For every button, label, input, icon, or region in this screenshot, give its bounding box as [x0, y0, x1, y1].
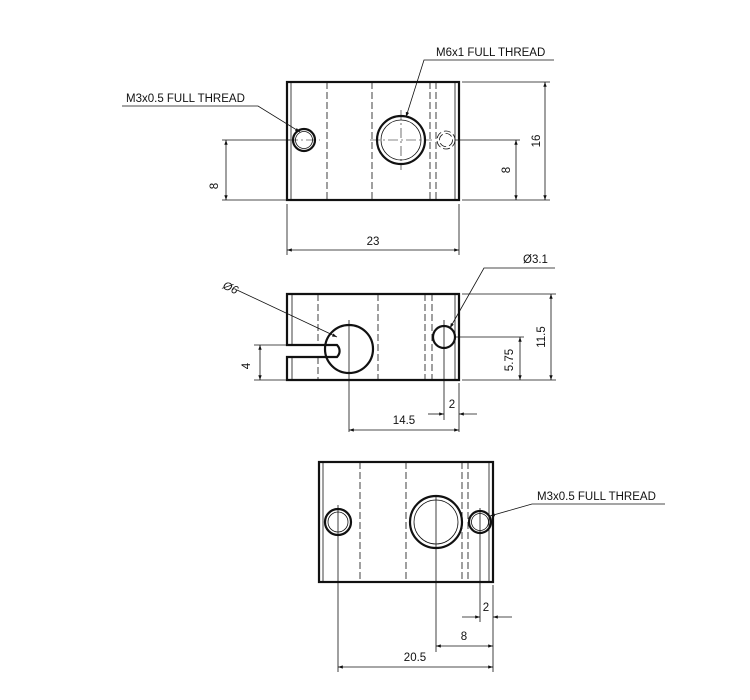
bottom-view: M3x0.5 FULL THREAD 2 8 20.5 [317, 460, 665, 672]
dim-mid-145: 14.5 [393, 415, 415, 427]
top-view-outline [285, 80, 461, 202]
dim-bot-8: 8 [461, 631, 467, 643]
label-dia-6: Ø6 [220, 279, 240, 297]
dim-top-left-8: 8 [209, 183, 221, 189]
dim-bot-2: 2 [483, 602, 489, 614]
top-view: 23 16 8 8 M3x0.5 FULL THREAD M6x1 FULL T… [122, 47, 554, 255]
dim-mid-2: 2 [449, 399, 455, 411]
label-top-m3: M3x0.5 FULL THREAD [126, 93, 245, 105]
dim-top-width: 23 [367, 236, 380, 248]
dim-mid-575: 5.75 [504, 349, 516, 371]
label-top-m6: M6x1 FULL THREAD [436, 47, 545, 59]
dim-mid-height: 11.5 [536, 326, 548, 348]
label-bottom-m3: M3x0.5 FULL THREAD [537, 491, 656, 503]
dim-mid-slot: 4 [241, 362, 253, 369]
middle-view: Ø6 Ø3.1 11.5 5.75 4 2 14.5 [220, 254, 556, 432]
label-dia-3-1: Ø3.1 [523, 254, 548, 266]
dim-bot-205: 20.5 [404, 652, 426, 664]
middle-view-outline [285, 292, 461, 382]
dim-top-height: 16 [531, 135, 543, 148]
dim-top-right-8: 8 [501, 167, 513, 173]
